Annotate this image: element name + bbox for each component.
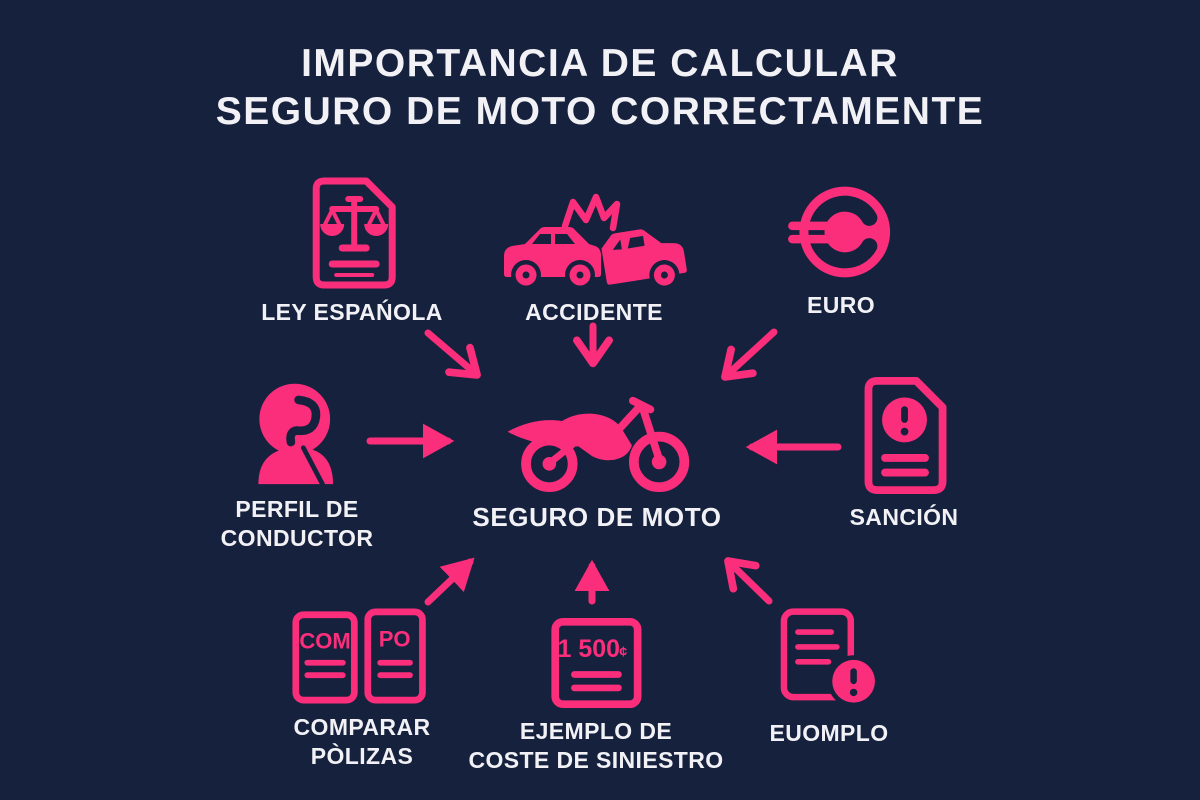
compare-documents-icon: COM PO [292, 608, 426, 704]
doc2-text: PO [379, 626, 411, 651]
amount-text: 1 500 [557, 635, 619, 663]
node-euomplo: EUOMPLO [769, 607, 888, 748]
node-euro: EURO [788, 181, 894, 320]
page-title: IMPORTANCIA DE CALCULAR SEGURO DE MOTO C… [215, 42, 985, 133]
motorcyclist-helmet-icon [258, 383, 334, 487]
cost-receipt-icon: 1 500 ¢ [550, 617, 642, 709]
node-sancion: SANCIÓN [850, 376, 959, 532]
node-label: ACCIDENTE [525, 299, 663, 325]
node-label: SANCIÓN [849, 504, 959, 530]
node-seguro-de-moto: SEGURO DE MOTO [472, 391, 721, 534]
node-accidente: ACCIDENTE [499, 190, 689, 327]
law-scales-document-icon [312, 177, 396, 289]
arrow-euro-to-center [721, 328, 778, 381]
arrow-euomplo-to-center [724, 557, 773, 605]
euro-coin-icon [788, 186, 891, 278]
alert-document-icon [780, 608, 880, 708]
doc1-text: COM [299, 628, 350, 653]
arrow-ley-to-center [424, 329, 481, 379]
car-crash-icon [504, 193, 687, 290]
node-label: LEY ESPAŃOLA [261, 299, 443, 325]
node-ley-espanola: LEY ESPAŃOLA [261, 176, 443, 327]
node-ejemplo-coste: 1 500 ¢ EJEMPLO DE COSTE DE SINIESTRO [468, 617, 723, 775]
node-label: EURO [806, 292, 876, 318]
center-label: SEGURO DE MOTO [472, 502, 722, 532]
arrow-comparar-to-center [424, 557, 475, 606]
node-label: EUOMPLO [769, 720, 889, 746]
node-perfil-de-conductor: PERFIL DE CONDUCTOR [221, 377, 374, 553]
warning-document-icon [864, 376, 947, 495]
currency-symbol: ¢ [619, 644, 627, 660]
node-comparar-polizas: COM PO COMPARAR PÒLIZAS [291, 607, 433, 771]
node-label: COMPARAR PÒLIZAS [293, 714, 431, 769]
node-label: EJEMPLO DE COSTE DE SINIESTRO [468, 718, 724, 773]
motorcycle-icon [507, 396, 689, 493]
node-label: PERFIL DE CONDUCTOR [220, 496, 374, 551]
